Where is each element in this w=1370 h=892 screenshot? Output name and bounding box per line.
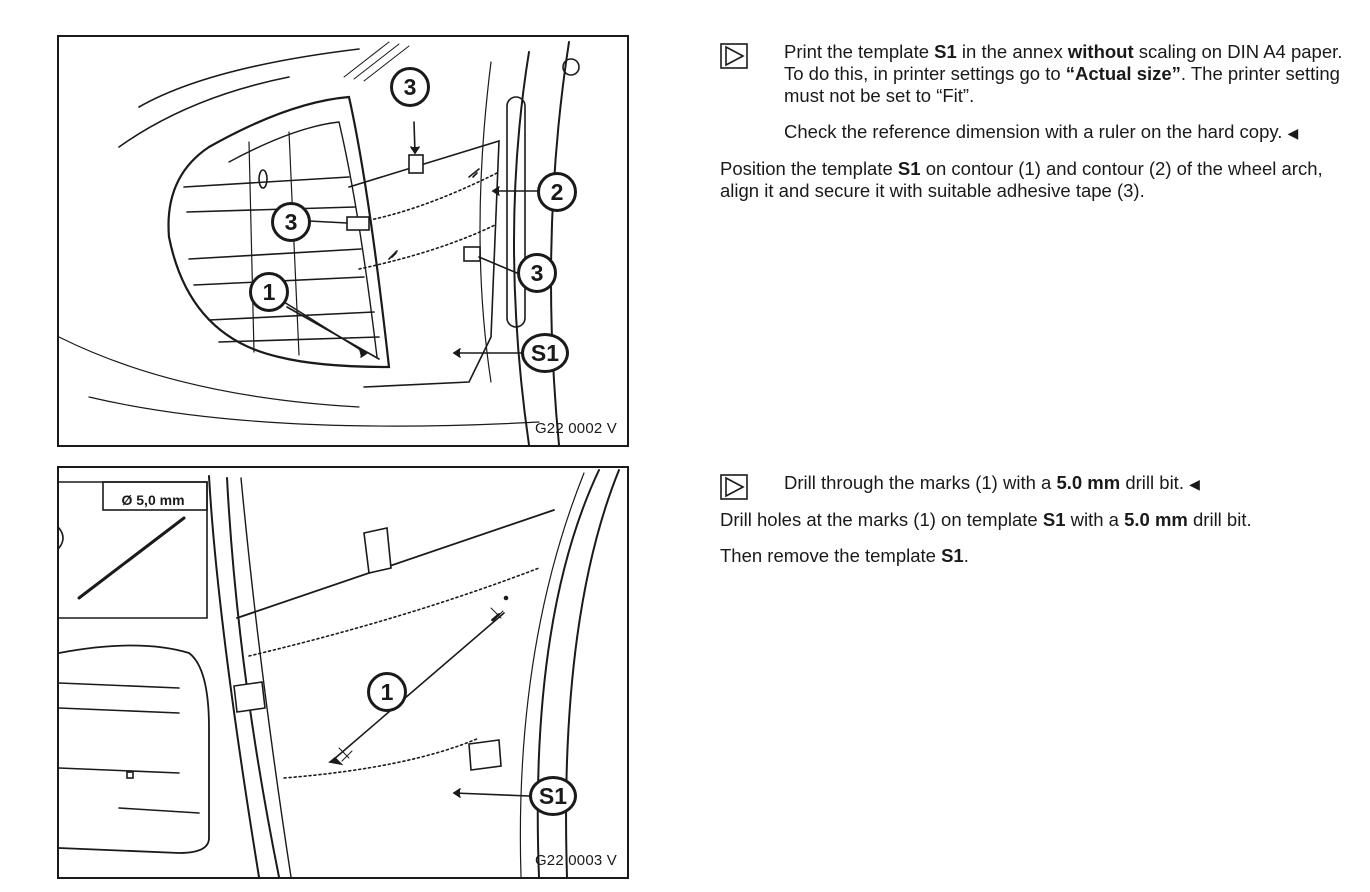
note-print: Print the template S1 in the annex witho…	[720, 41, 1360, 144]
figure-code: G22 0002 V	[534, 420, 617, 437]
callout-2-contour: 2	[537, 172, 577, 212]
drill-holes-instruction: Drill holes at the marks (1) on template…	[720, 509, 1252, 530]
figure-code: G22 0003 V	[534, 852, 617, 869]
callout-3-tape-left: 3	[271, 202, 311, 242]
instruction-block-drill: Drill through the marks (1) with a 5.0 m…	[720, 472, 1360, 567]
note-triangle-icon	[720, 474, 748, 500]
callout-3-tape-top: 3	[390, 67, 430, 107]
print-instruction: Print the template S1 in the annex witho…	[784, 41, 1343, 106]
end-marker-icon: ◀	[1189, 476, 1200, 492]
drill-marks-drawing	[59, 469, 620, 877]
drill-size-label: Ø 5,0 mm	[121, 492, 185, 508]
callout-3-tape-right: 3	[517, 253, 557, 293]
note-drill: Drill through the marks (1) with a 5.0 m…	[720, 472, 1360, 500]
end-marker-icon: ◀	[1287, 125, 1299, 141]
callout-s1-template: S1	[529, 776, 577, 816]
callout-1-contour: 1	[249, 272, 289, 312]
instruction-block-print-template: Print the template S1 in the annex witho…	[720, 41, 1360, 202]
figure-drilling-marks: Ø 5,0 mm 1 S1 G22 0003 V	[57, 466, 629, 879]
drill-through-instruction: Drill through the marks (1) with a 5.0 m…	[784, 472, 1200, 493]
position-instruction: Position the template S1 on contour (1) …	[720, 158, 1323, 201]
callout-s1-template: S1	[521, 333, 569, 373]
figure-template-positioning: 3 3 2 3 1 S1 G22 0002 V	[57, 35, 629, 447]
remove-template-instruction: Then remove the template S1.	[720, 545, 969, 566]
wheel-arch-drawing	[59, 41, 580, 445]
check-instruction: Check the reference dimension with a rul…	[784, 121, 1299, 142]
note-triangle-icon	[720, 43, 748, 69]
callout-1-marks: 1	[367, 672, 407, 712]
